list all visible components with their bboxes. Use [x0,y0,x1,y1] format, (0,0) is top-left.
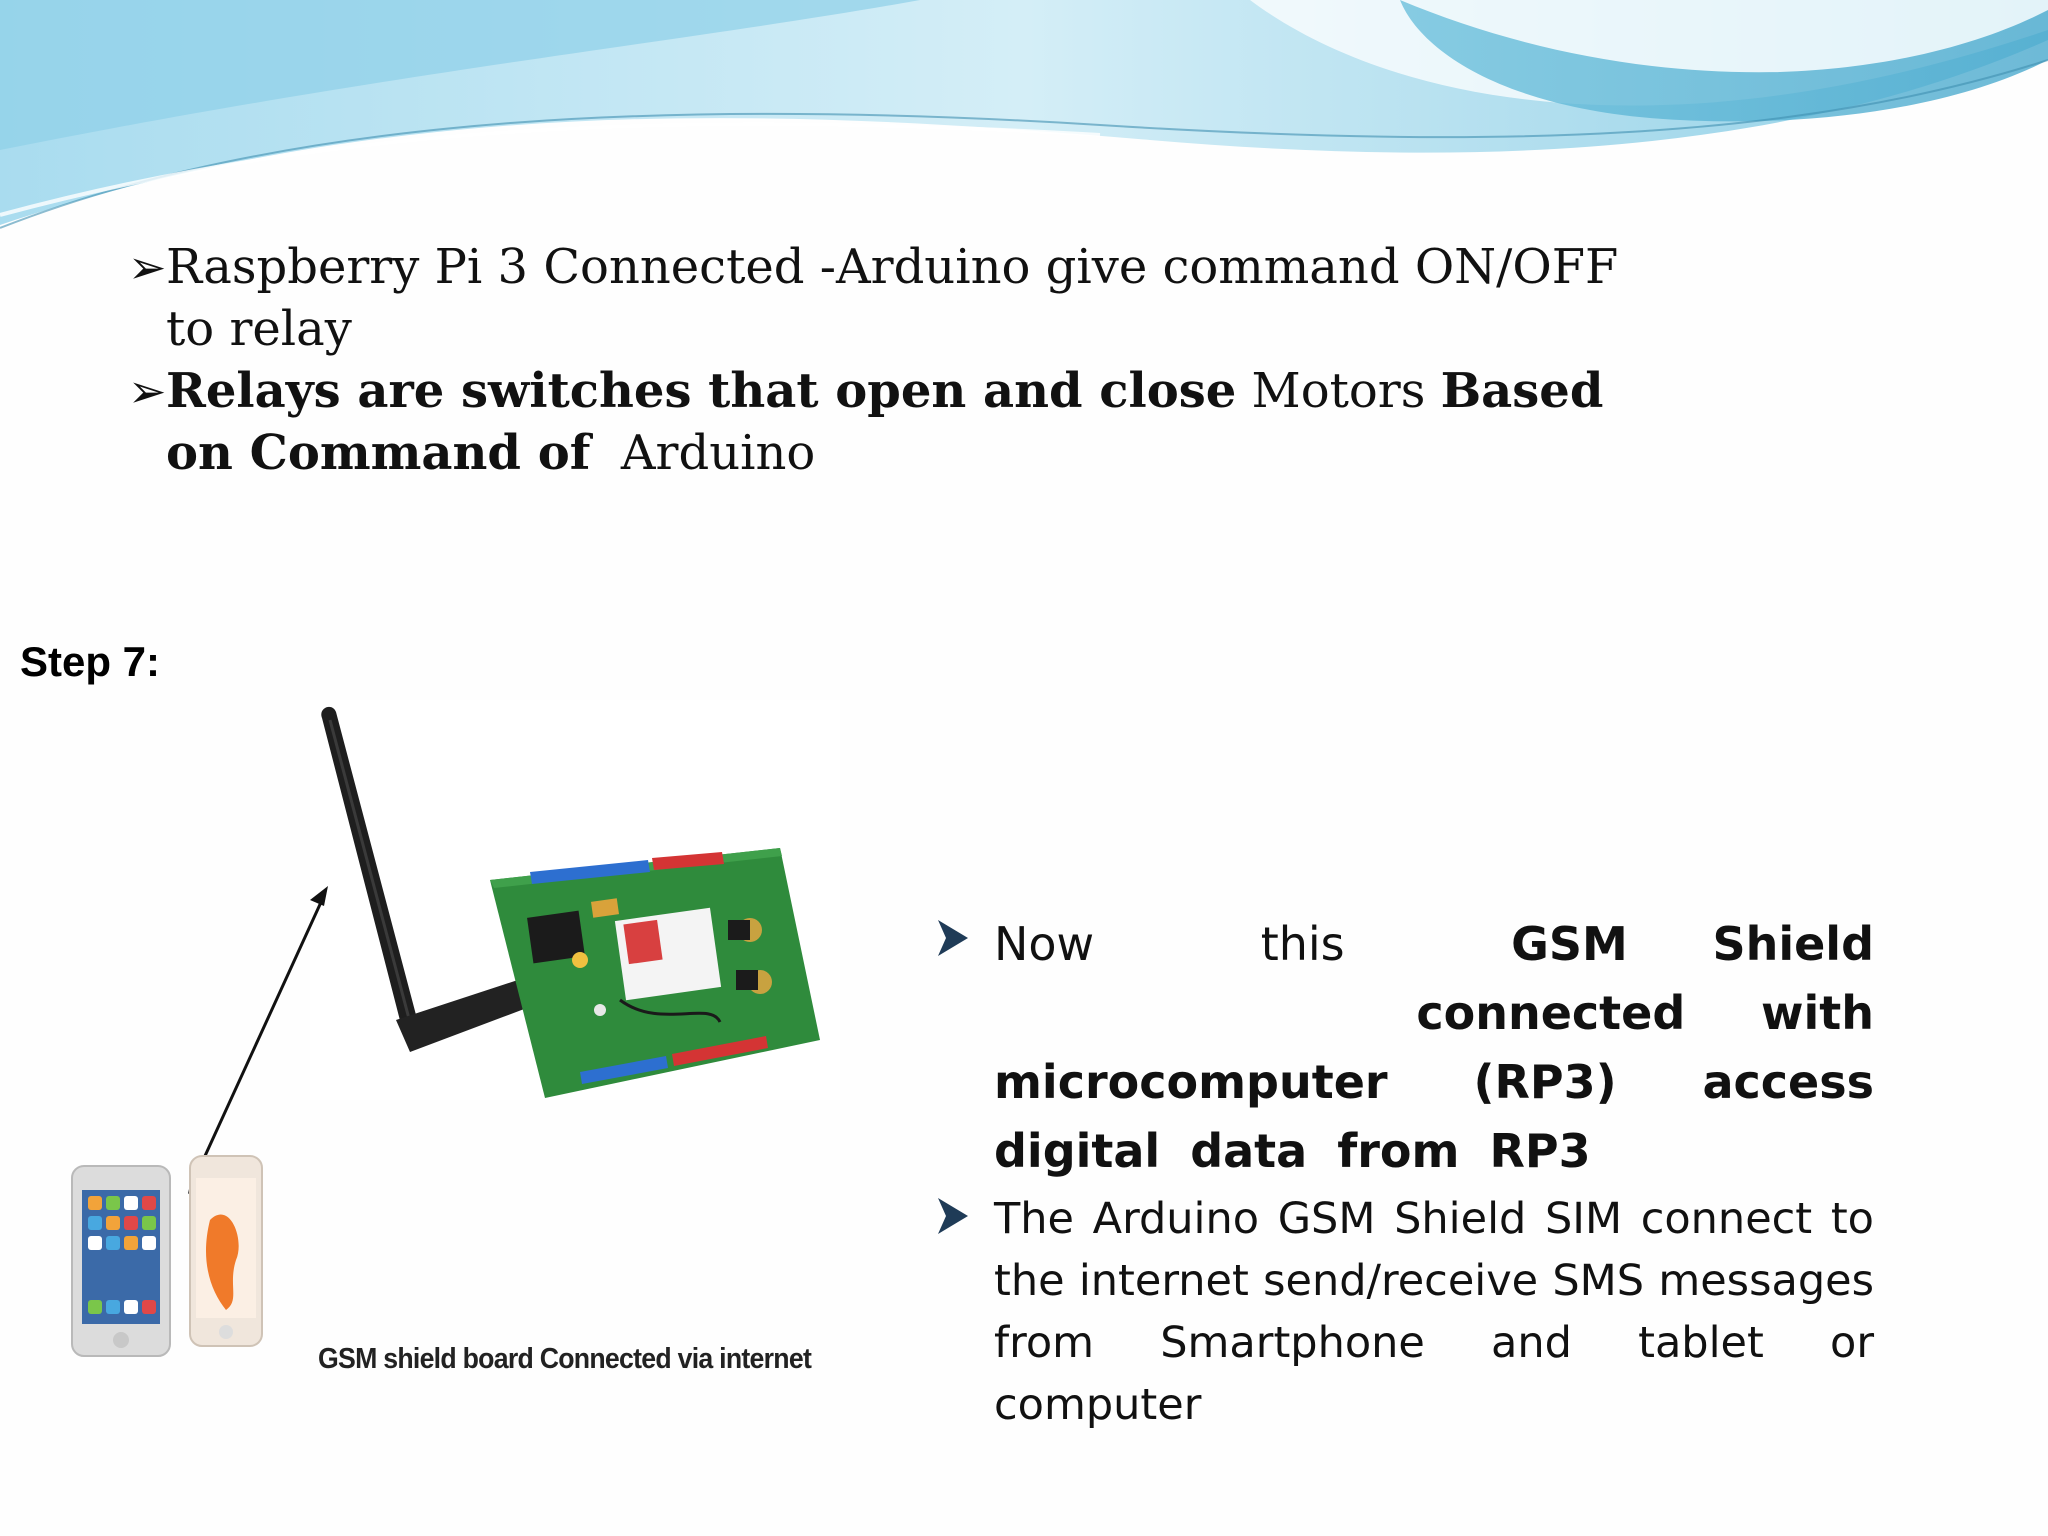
bullet-bold-text: GSM Shield [1511,917,1874,971]
arrow-bullet-icon: ➢ [128,364,167,418]
gsm-shield-board-icon [490,848,820,1098]
double-arrow-icon [188,886,328,1194]
bullet-text: Arduino [590,425,816,481]
bullet-bold-text: Based on Command of [166,363,1604,481]
header-wave-decoration [0,0,2048,229]
bullet-bold-text: Relays are switches that open and close [166,363,1237,419]
arrow-bullet-icon [938,920,968,956]
step-label: Step 7: [20,638,161,685]
smartphone-icon [71,1155,263,1357]
bullet-text: Raspberry Pi 3 Connected -Arduino give c… [166,239,1619,357]
arrow-bullet-icon: ➢ [128,240,167,294]
bullet-text: Motors [1236,363,1441,419]
bullet-text: Now this [994,917,1512,971]
bullet-relays-switches: ➢ Relays are switches that open and clos… [128,360,1628,484]
bullet-relay-command: ➢ Raspberry Pi 3 Connected -Arduino give… [128,236,1628,360]
bullet-bold-text: connected with microcomputer (RP3) acces… [994,986,1874,1178]
top-bullet-list: ➢ Raspberry Pi 3 Connected -Arduino give… [128,236,1628,484]
right-bullet-list: Now this GSM Shield connected with micro… [936,910,1874,1436]
bullet-gap [994,986,1416,1040]
gsm-shield-photo [71,700,840,1357]
bullet-gsm-shield: Now this GSM Shield connected with micro… [936,910,1874,1186]
figure-caption: GSM shield board Connected via internet [318,1343,812,1375]
arrow-bullet-icon [938,1198,968,1234]
bullet-text: The Arduino GSM Shield SIM connect to th… [994,1194,1874,1430]
bullet-gsm-sim: The Arduino GSM Shield SIM connect to th… [936,1188,1874,1436]
